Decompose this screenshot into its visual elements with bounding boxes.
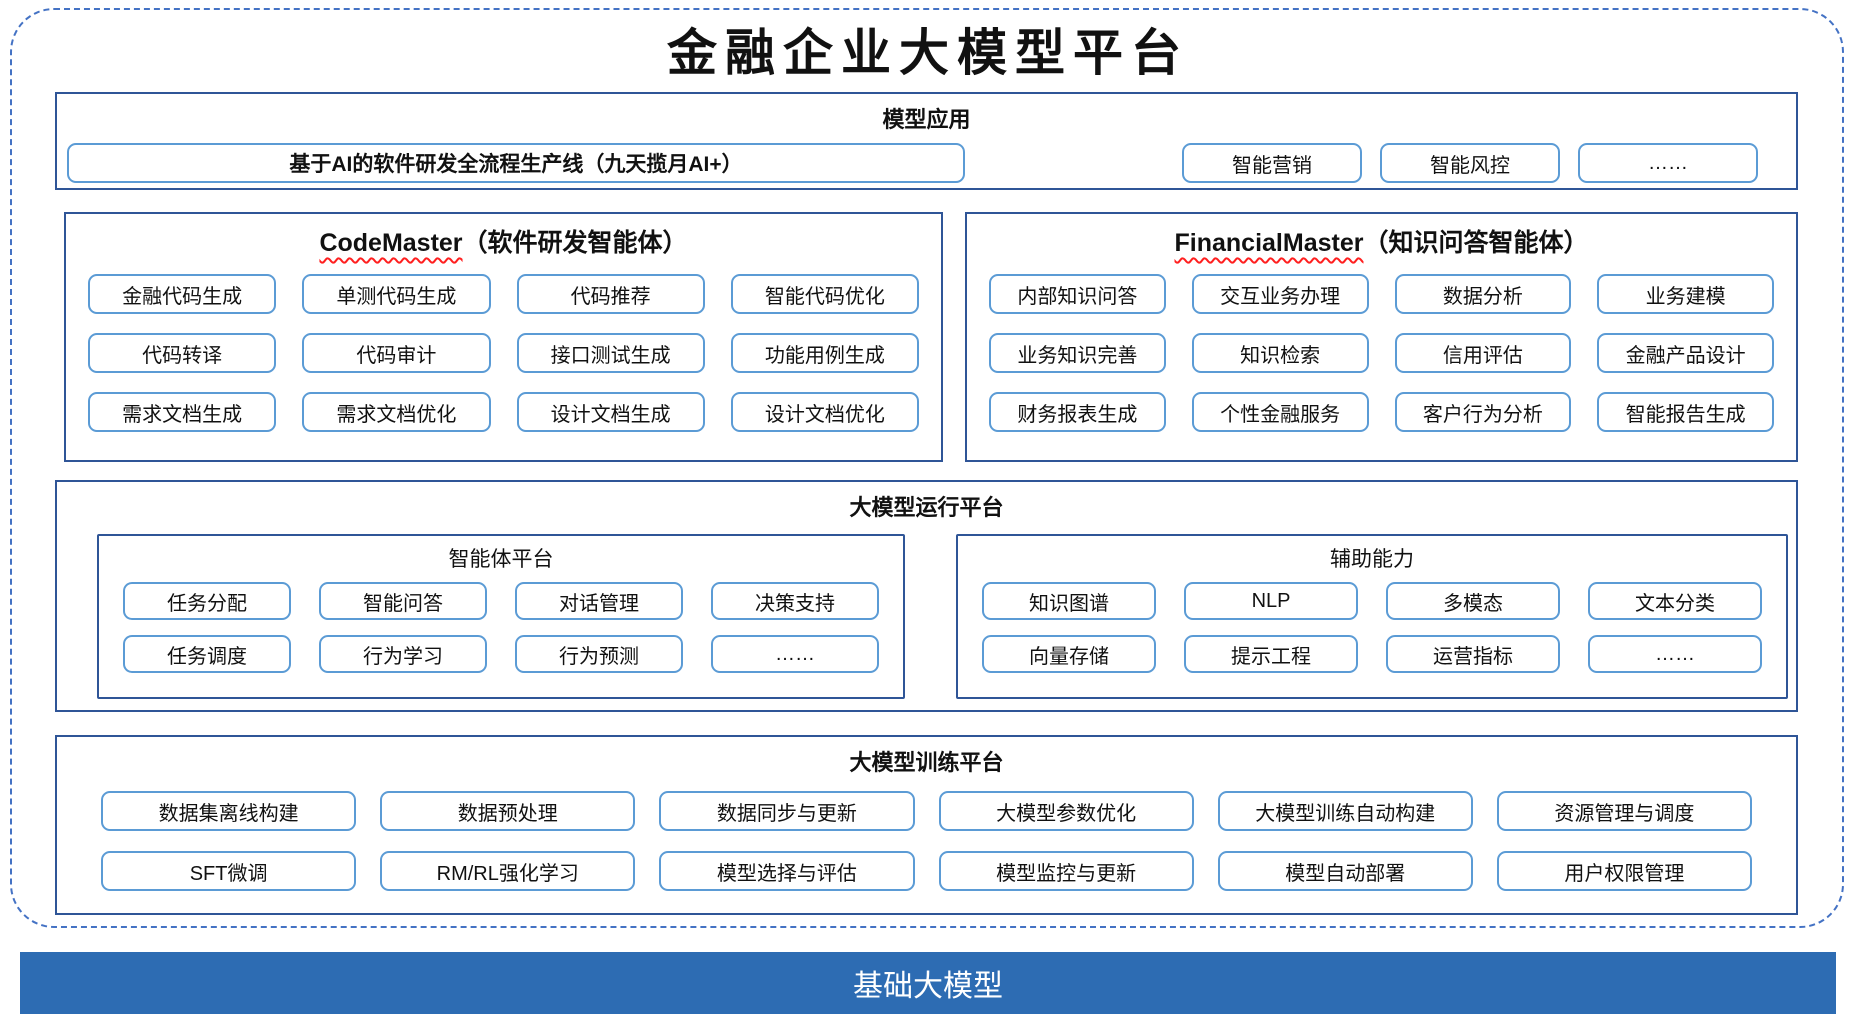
model-applications-row: 基于AI的软件研发全流程生产线（九天揽月AI+） 智能营销智能风控 ……	[57, 143, 1796, 183]
training-platform-box: 模型自动部署	[1217, 851, 1473, 891]
training-platform-box: SFT微调	[101, 851, 357, 891]
training-platform-items: 数据集离线构建数据预处理数据同步与更新大模型参数优化大模型训练自动构建资源管理与…	[57, 777, 1796, 891]
codemaster-capability-box: 功能用例生成	[730, 333, 919, 373]
auxiliary-capability-box: 提示工程	[1184, 635, 1359, 673]
training-platform-box: 模型选择与评估	[659, 851, 915, 891]
section-runtime-platform: 大模型运行平台 智能体平台 任务分配智能问答对话管理决策支持任务调度行为学习行为…	[55, 480, 1798, 712]
financialmaster-capability-box: 内部知识问答	[989, 274, 1166, 314]
training-platform-box: 大模型参数优化	[938, 791, 1194, 831]
auxiliary-capability-box: NLP	[1184, 582, 1359, 620]
foundation-model-bar: 基础大模型	[20, 952, 1836, 1014]
agent-platform-box: 任务分配	[123, 582, 291, 620]
runtime-platform-title: 大模型运行平台	[849, 495, 1004, 520]
model-application-box: 智能风控	[1380, 143, 1560, 183]
codemaster-capability-box: 代码转译	[88, 333, 277, 373]
agent-platform-box: 行为学习	[319, 635, 488, 673]
codemaster-capabilities: 金融代码生成单测代码生成代码推荐智能代码优化代码转译代码审计接口测试生成功能用例…	[66, 259, 941, 432]
ai-pipeline-box: 基于AI的软件研发全流程生产线（九天揽月AI+）	[67, 143, 965, 183]
codemaster-capability-box: 需求文档生成	[88, 392, 277, 432]
codemaster-capability-box: 金融代码生成	[88, 274, 277, 314]
codemaster-capability-box: 接口测试生成	[516, 333, 705, 373]
codemaster-capability-box: 智能代码优化	[730, 274, 919, 314]
section-model-applications: 模型应用 基于AI的软件研发全流程生产线（九天揽月AI+） 智能营销智能风控 ……	[55, 92, 1798, 190]
financialmaster-capabilities: 内部知识问答交互业务办理数据分析业务建模业务知识完善知识检索信用评估金融产品设计…	[967, 259, 1796, 432]
diagram-title: 金融企业大模型平台	[667, 23, 1189, 82]
codemaster-capability-box: 单测代码生成	[302, 274, 491, 314]
codemaster-title: CodeMaster（软件研发智能体）	[66, 223, 941, 259]
agent-platform-group: 智能体平台 任务分配智能问答对话管理决策支持任务调度行为学习行为预测 ……	[97, 534, 906, 699]
training-platform-box: 模型监控与更新	[938, 851, 1194, 891]
auxiliary-capability-box: 知识图谱	[982, 582, 1157, 620]
training-platform-box: 数据集离线构建	[101, 791, 357, 831]
codemaster-name: CodeMaster	[319, 229, 463, 257]
financialmaster-capability-box: 信用评估	[1394, 333, 1572, 373]
training-platform-title: 大模型训练平台	[849, 750, 1004, 775]
training-platform-box: 大模型训练自动构建	[1217, 791, 1473, 831]
auxiliary-capability-title: 辅助能力	[1330, 548, 1415, 571]
auxiliary-capability-group: 辅助能力 知识图谱 NLP 多模态文本分类向量存储提示工程运营指标 ……	[956, 534, 1788, 699]
runtime-groups-row: 智能体平台 任务分配智能问答对话管理决策支持任务调度行为学习行为预测 …… 辅助能…	[97, 534, 1788, 699]
financialmaster-capability-box: 交互业务办理	[1191, 274, 1369, 314]
section-codemaster: CodeMaster（软件研发智能体） 金融代码生成单测代码生成代码推荐智能代码…	[64, 212, 943, 462]
financialmaster-capability-box: 客户行为分析	[1394, 392, 1572, 432]
auxiliary-capability-box: 文本分类	[1588, 582, 1762, 620]
codemaster-capability-box: 设计文档生成	[516, 392, 705, 432]
codemaster-capability-box: 需求文档优化	[302, 392, 491, 432]
training-platform-box: 数据同步与更新	[659, 791, 915, 831]
financialmaster-capability-box: 数据分析	[1394, 274, 1572, 314]
financialmaster-title: FinancialMaster（知识问答智能体）	[967, 223, 1796, 259]
agent-platform-items: 任务分配智能问答对话管理决策支持任务调度行为学习行为预测 ……	[99, 573, 903, 673]
section-training-platform: 大模型训练平台 数据集离线构建数据预处理数据同步与更新大模型参数优化大模型训练自…	[55, 735, 1798, 915]
agent-platform-box: 智能问答	[319, 582, 488, 620]
training-platform-box: 用户权限管理	[1496, 851, 1752, 891]
financialmaster-capability-box: 金融产品设计	[1597, 333, 1774, 373]
auxiliary-capability-box: 向量存储	[982, 635, 1157, 673]
auxiliary-capability-items: 知识图谱 NLP 多模态文本分类向量存储提示工程运营指标 ……	[958, 573, 1786, 673]
codemaster-capability-box: 代码审计	[302, 333, 491, 373]
outer-dashed-frame	[10, 8, 1844, 928]
section-model-applications-title: 模型应用	[882, 107, 971, 132]
agent-platform-box: ……	[711, 635, 880, 673]
codemaster-capability-box: 设计文档优化	[730, 392, 919, 432]
financialmaster-subtitle: （知识问答智能体）	[1363, 229, 1589, 257]
training-platform-box: 资源管理与调度	[1496, 791, 1752, 831]
agent-platform-box: 行为预测	[515, 635, 684, 673]
training-platform-box: RM/RL强化学习	[380, 851, 636, 891]
model-application-box: 智能营销	[1182, 143, 1362, 183]
agent-platform-title: 智能体平台	[448, 548, 554, 571]
agent-platform-box: 决策支持	[711, 582, 880, 620]
financialmaster-capability-box: 个性金融服务	[1191, 392, 1369, 432]
auxiliary-capability-box: 运营指标	[1386, 635, 1560, 673]
model-application-boxes: 智能营销智能风控 ……	[1182, 143, 1758, 183]
auxiliary-capability-box: ……	[1588, 635, 1762, 673]
codemaster-subtitle: （软件研发智能体）	[462, 229, 688, 257]
training-platform-box: 数据预处理	[380, 791, 636, 831]
auxiliary-capability-box: 多模态	[1386, 582, 1560, 620]
codemaster-capability-box: 代码推荐	[516, 274, 705, 314]
financialmaster-capability-box: 智能报告生成	[1597, 392, 1774, 432]
financialmaster-name: FinancialMaster	[1174, 229, 1364, 257]
financialmaster-capability-box: 业务建模	[1597, 274, 1774, 314]
agent-platform-box: 对话管理	[515, 582, 684, 620]
section-financialmaster: FinancialMaster（知识问答智能体） 内部知识问答交互业务办理数据分…	[965, 212, 1798, 462]
financialmaster-capability-box: 知识检索	[1191, 333, 1369, 373]
financialmaster-capability-box: 财务报表生成	[989, 392, 1166, 432]
agent-platform-box: 任务调度	[123, 635, 291, 673]
financialmaster-capability-box: 业务知识完善	[989, 333, 1166, 373]
model-application-box: ……	[1578, 143, 1758, 183]
